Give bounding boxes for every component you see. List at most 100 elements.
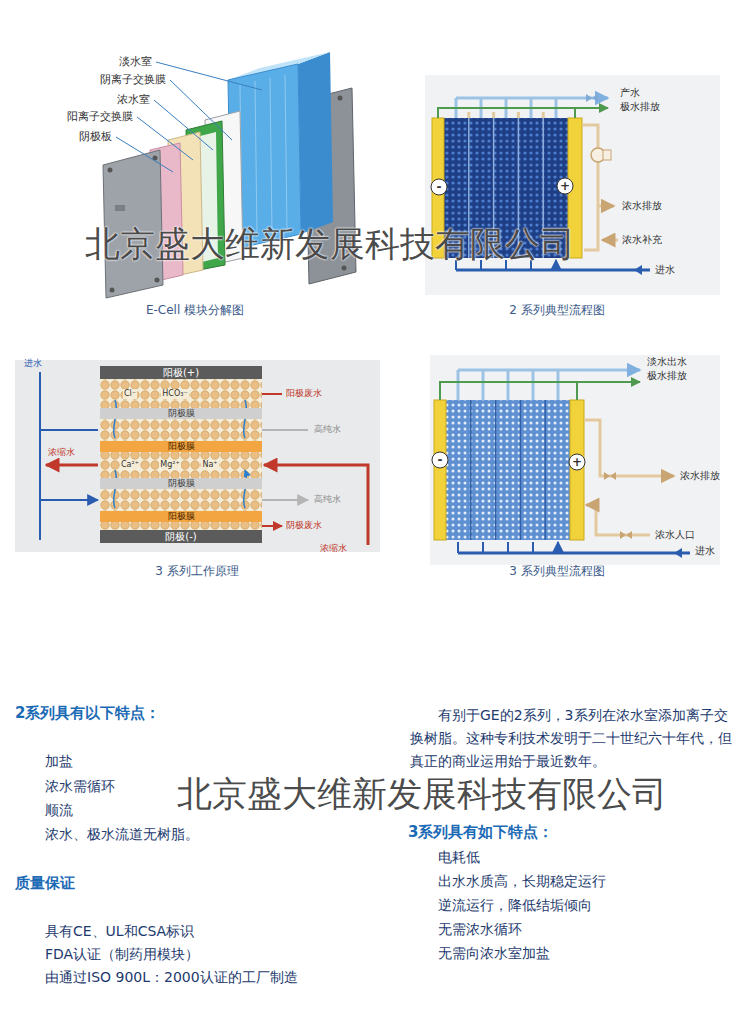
feature-item: 顺流 [45,802,73,820]
flow-diagram-2 [634,265,642,275]
flow-diagram-3 [569,454,585,470]
flow-diagram-2 [456,269,650,272]
electrode-sign: + [560,179,570,194]
flow-diagram-2 [438,108,608,118]
band-label: 阳极膜 [168,511,195,522]
electrode-sign: + [572,455,582,470]
part-label: 阳离子交换膜 [67,110,133,124]
flow-diagram-2 [557,178,573,194]
figure-caption: 2 系列典型流程图 [509,303,604,318]
ion-label: HCO₃⁻ [161,389,188,399]
flow-diagram-3 [432,452,448,468]
working-principle [262,394,282,526]
ion-label: Na⁺ [201,460,218,470]
flow-label: 浓缩水 [320,543,347,554]
feature-item: 无需向浓水室加盐 [438,945,550,963]
flow-label: 阳极废水 [286,388,322,399]
flow-diagram-3 [586,505,650,535]
flow-diagram-2 [582,125,598,250]
part-label: 阴离子交换膜 [100,73,166,87]
working-principle [39,372,41,540]
flow-diagram-3 [458,542,558,553]
electrode-band: 阳极(+) [100,366,262,379]
flow-diagram-2 [598,205,614,208]
flow-diagram-3 [458,552,690,555]
exploded-module [240,75,287,240]
section-heading: 质量保证 [15,874,75,893]
flow-label: 产水 [620,87,640,100]
exploded-module [110,288,115,293]
section-heading: 3系列具有如下特点： [408,823,553,842]
flow-label: 高纯水 [314,494,341,505]
flow-diagram-3 [674,548,682,558]
figure-caption: 3 系列典型流程图 [509,564,604,579]
feature-item: 加盐 [45,753,73,771]
membrane-band: 阳极膜 [100,511,262,522]
working-principle [100,419,262,441]
flow-diagram-3 [430,355,720,565]
exploded-module [342,266,347,271]
working-principle [264,465,368,545]
feature-item: 逆流运行，降低结垢倾向 [438,897,592,915]
band-label: 阳极(+) [163,366,199,379]
flow-label: 极水排放 [647,370,687,383]
leader-line [170,80,232,140]
quality-item: 由通过ISO 900L：2000认证的工厂制造 [45,969,298,987]
flow-label: 淡水出水 [647,356,687,369]
working-principle [100,452,262,478]
feature-item: 无需浓水循环 [438,921,522,939]
part-label: 阴极板 [79,130,112,144]
section-heading: 2系列具有以下特点： [15,704,160,723]
flow-label: 极水排放 [620,101,660,114]
flow-label: 进水 [695,545,715,558]
quality-item: FDA认证（制药用模块） [45,946,199,964]
quality-item: 具有CE、UL和CSA标识 [45,923,194,941]
intro-paragraph: 有别于GE的2系列，3系列在浓水室添加离子交换树脂。这种专利技术发明于二十世纪六… [410,704,740,773]
flow-label: 浓缩水 [48,447,75,458]
working-principle [100,522,262,530]
watermark: 北京盛大维新发展科技有限公司 [177,773,667,817]
feature-item: 浓水需循环 [45,778,115,796]
band-label: 阴极膜 [168,408,195,419]
flow-diagram-3 [604,472,616,480]
flow-diagram-2 [469,112,543,118]
flow-diagram-3 [434,400,446,540]
flow-label: 浓水排放 [622,200,662,213]
working-principle [100,379,262,408]
exploded-module [338,96,343,101]
exploded-module [103,150,163,298]
working-principle [15,360,380,552]
ion-label: Mg²⁺ [159,460,180,470]
band-label: 阳极膜 [168,441,195,452]
exploded-module [155,278,160,283]
flow-label: 进水 [24,358,42,369]
band-label: 阴极膜 [168,478,195,489]
watermark: 北京盛大维新发展科技有限公司 [85,223,575,267]
band-label: 阴极(-) [165,530,196,543]
flow-label: 高纯水 [314,424,341,435]
electrode-sign: - [437,180,442,195]
working-principle [46,464,98,467]
flow-diagram-3 [584,420,674,476]
ion-label: Ca²⁺ [120,460,140,470]
leader-line [116,137,173,172]
leader-line [154,100,213,150]
flow-diagram-2 [431,179,447,195]
membrane-band: 阳极膜 [100,441,262,452]
membrane-band: 阴极膜 [100,478,262,489]
flow-diagram-2 [603,150,611,160]
ion-label: Cl⁻ [123,389,137,399]
flow-diagram-3 [458,370,640,400]
flow-diagram-2 [574,108,576,118]
exploded-module [115,205,125,211]
leader-line [137,117,193,160]
feature-item: 出水水质高，长期稳定运行 [438,873,606,891]
flow-label: 阴极废水 [286,520,322,531]
part-label: 淡水室 [119,55,152,69]
figure-caption: 3 系列工作原理 [155,564,238,579]
feature-item: 电耗低 [438,849,480,867]
feature-item: 浓水、极水流道无树脂。 [45,826,199,844]
flow-diagram-2 [586,94,598,102]
flow-label: 进水 [655,264,675,277]
